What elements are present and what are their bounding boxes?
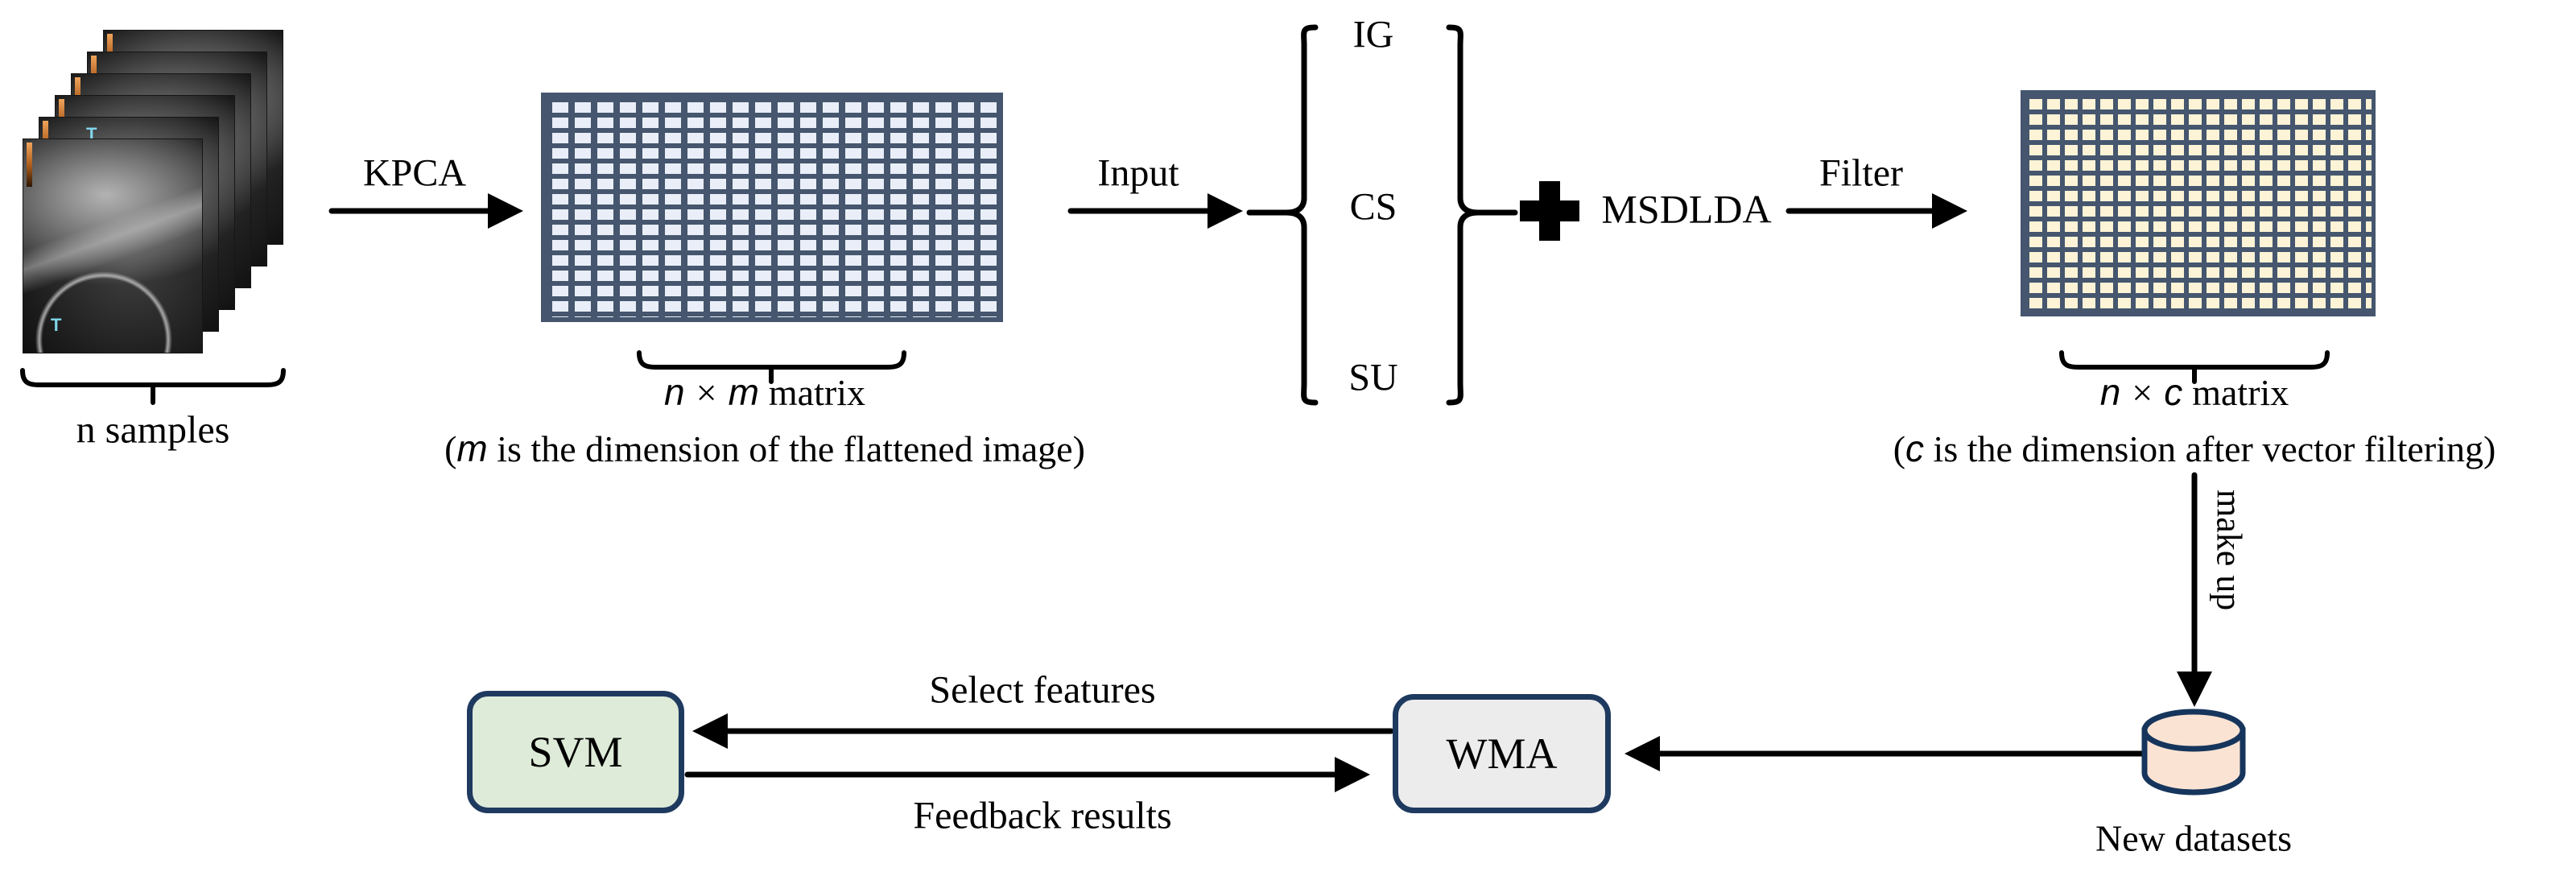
selector-left-brace xyxy=(1246,24,1319,406)
wma-label: WMA xyxy=(1446,729,1558,778)
times-operator: × xyxy=(2132,372,2153,414)
note-var: c xyxy=(1905,428,1925,470)
matrix-nxm-note: (m is the dimension of the flattened ima… xyxy=(444,428,1085,470)
feedback-results-label: Feedback results xyxy=(913,794,1172,837)
selector-ig-label: IG xyxy=(1352,13,1394,56)
datasets-arrowhead-icon xyxy=(1624,736,1660,771)
input-label: Input xyxy=(1097,151,1179,195)
note-text: is the dimension after vector filtering) xyxy=(1924,428,2496,470)
selector-right-brace xyxy=(1446,24,1518,406)
make-up-arrowhead-icon xyxy=(2177,672,2212,707)
wma-box: WMA xyxy=(1393,694,1611,813)
plus-icon xyxy=(1520,181,1579,241)
selector-su-label: SU xyxy=(1348,356,1398,399)
note-paren: ( xyxy=(1893,428,1906,470)
msdlda-label: MSDLDA xyxy=(1601,186,1772,232)
matrix-suffix: matrix xyxy=(768,372,865,414)
matrix-nxm-underbrace xyxy=(637,350,906,384)
filter-arrowhead-icon xyxy=(1932,193,1967,229)
svm-label: SVM xyxy=(528,728,623,776)
new-datasets-label: New datasets xyxy=(2095,817,2292,859)
matrix-nxc-dim-left: n xyxy=(2099,371,2121,414)
new-datasets-cylinder-icon xyxy=(2141,709,2246,796)
selector-cs-label: CS xyxy=(1349,185,1397,229)
colorbar-icon xyxy=(27,143,32,187)
select-features-arrowhead-icon xyxy=(692,713,728,749)
input-arrowhead-icon xyxy=(1208,193,1243,229)
matrix-suffix: matrix xyxy=(2192,372,2289,414)
matrix-nxc xyxy=(2021,90,2376,316)
matrix-nxm-dim-right: m xyxy=(728,371,759,414)
samples-underbrace xyxy=(20,368,286,405)
make-up-label: make up xyxy=(2209,490,2249,611)
ultrasound-frame: T xyxy=(23,138,203,353)
feedback-results-arrowhead-icon xyxy=(1335,757,1370,792)
matrix-nxc-dim-right: c xyxy=(2164,371,2183,414)
note-paren: ( xyxy=(444,428,457,470)
samples-label: n samples xyxy=(76,408,230,452)
kpca-arrowhead-icon xyxy=(488,193,523,229)
times-operator: × xyxy=(696,372,717,414)
filter-label: Filter xyxy=(1819,151,1903,195)
select-features-label: Select features xyxy=(929,668,1156,712)
matrix-nxc-note: (c is the dimension after vector filteri… xyxy=(1893,428,2496,470)
matrix-nxm xyxy=(541,93,1003,322)
note-text: is the dimension of the flattened image) xyxy=(487,428,1085,470)
note-var: m xyxy=(456,428,488,470)
kpca-label: KPCA xyxy=(362,151,467,195)
matrix-nxc-underbrace xyxy=(2059,350,2330,384)
svm-box: SVM xyxy=(467,691,684,813)
matrix-nxm-dim-left: n xyxy=(664,371,685,414)
t-marker: T xyxy=(51,315,62,335)
